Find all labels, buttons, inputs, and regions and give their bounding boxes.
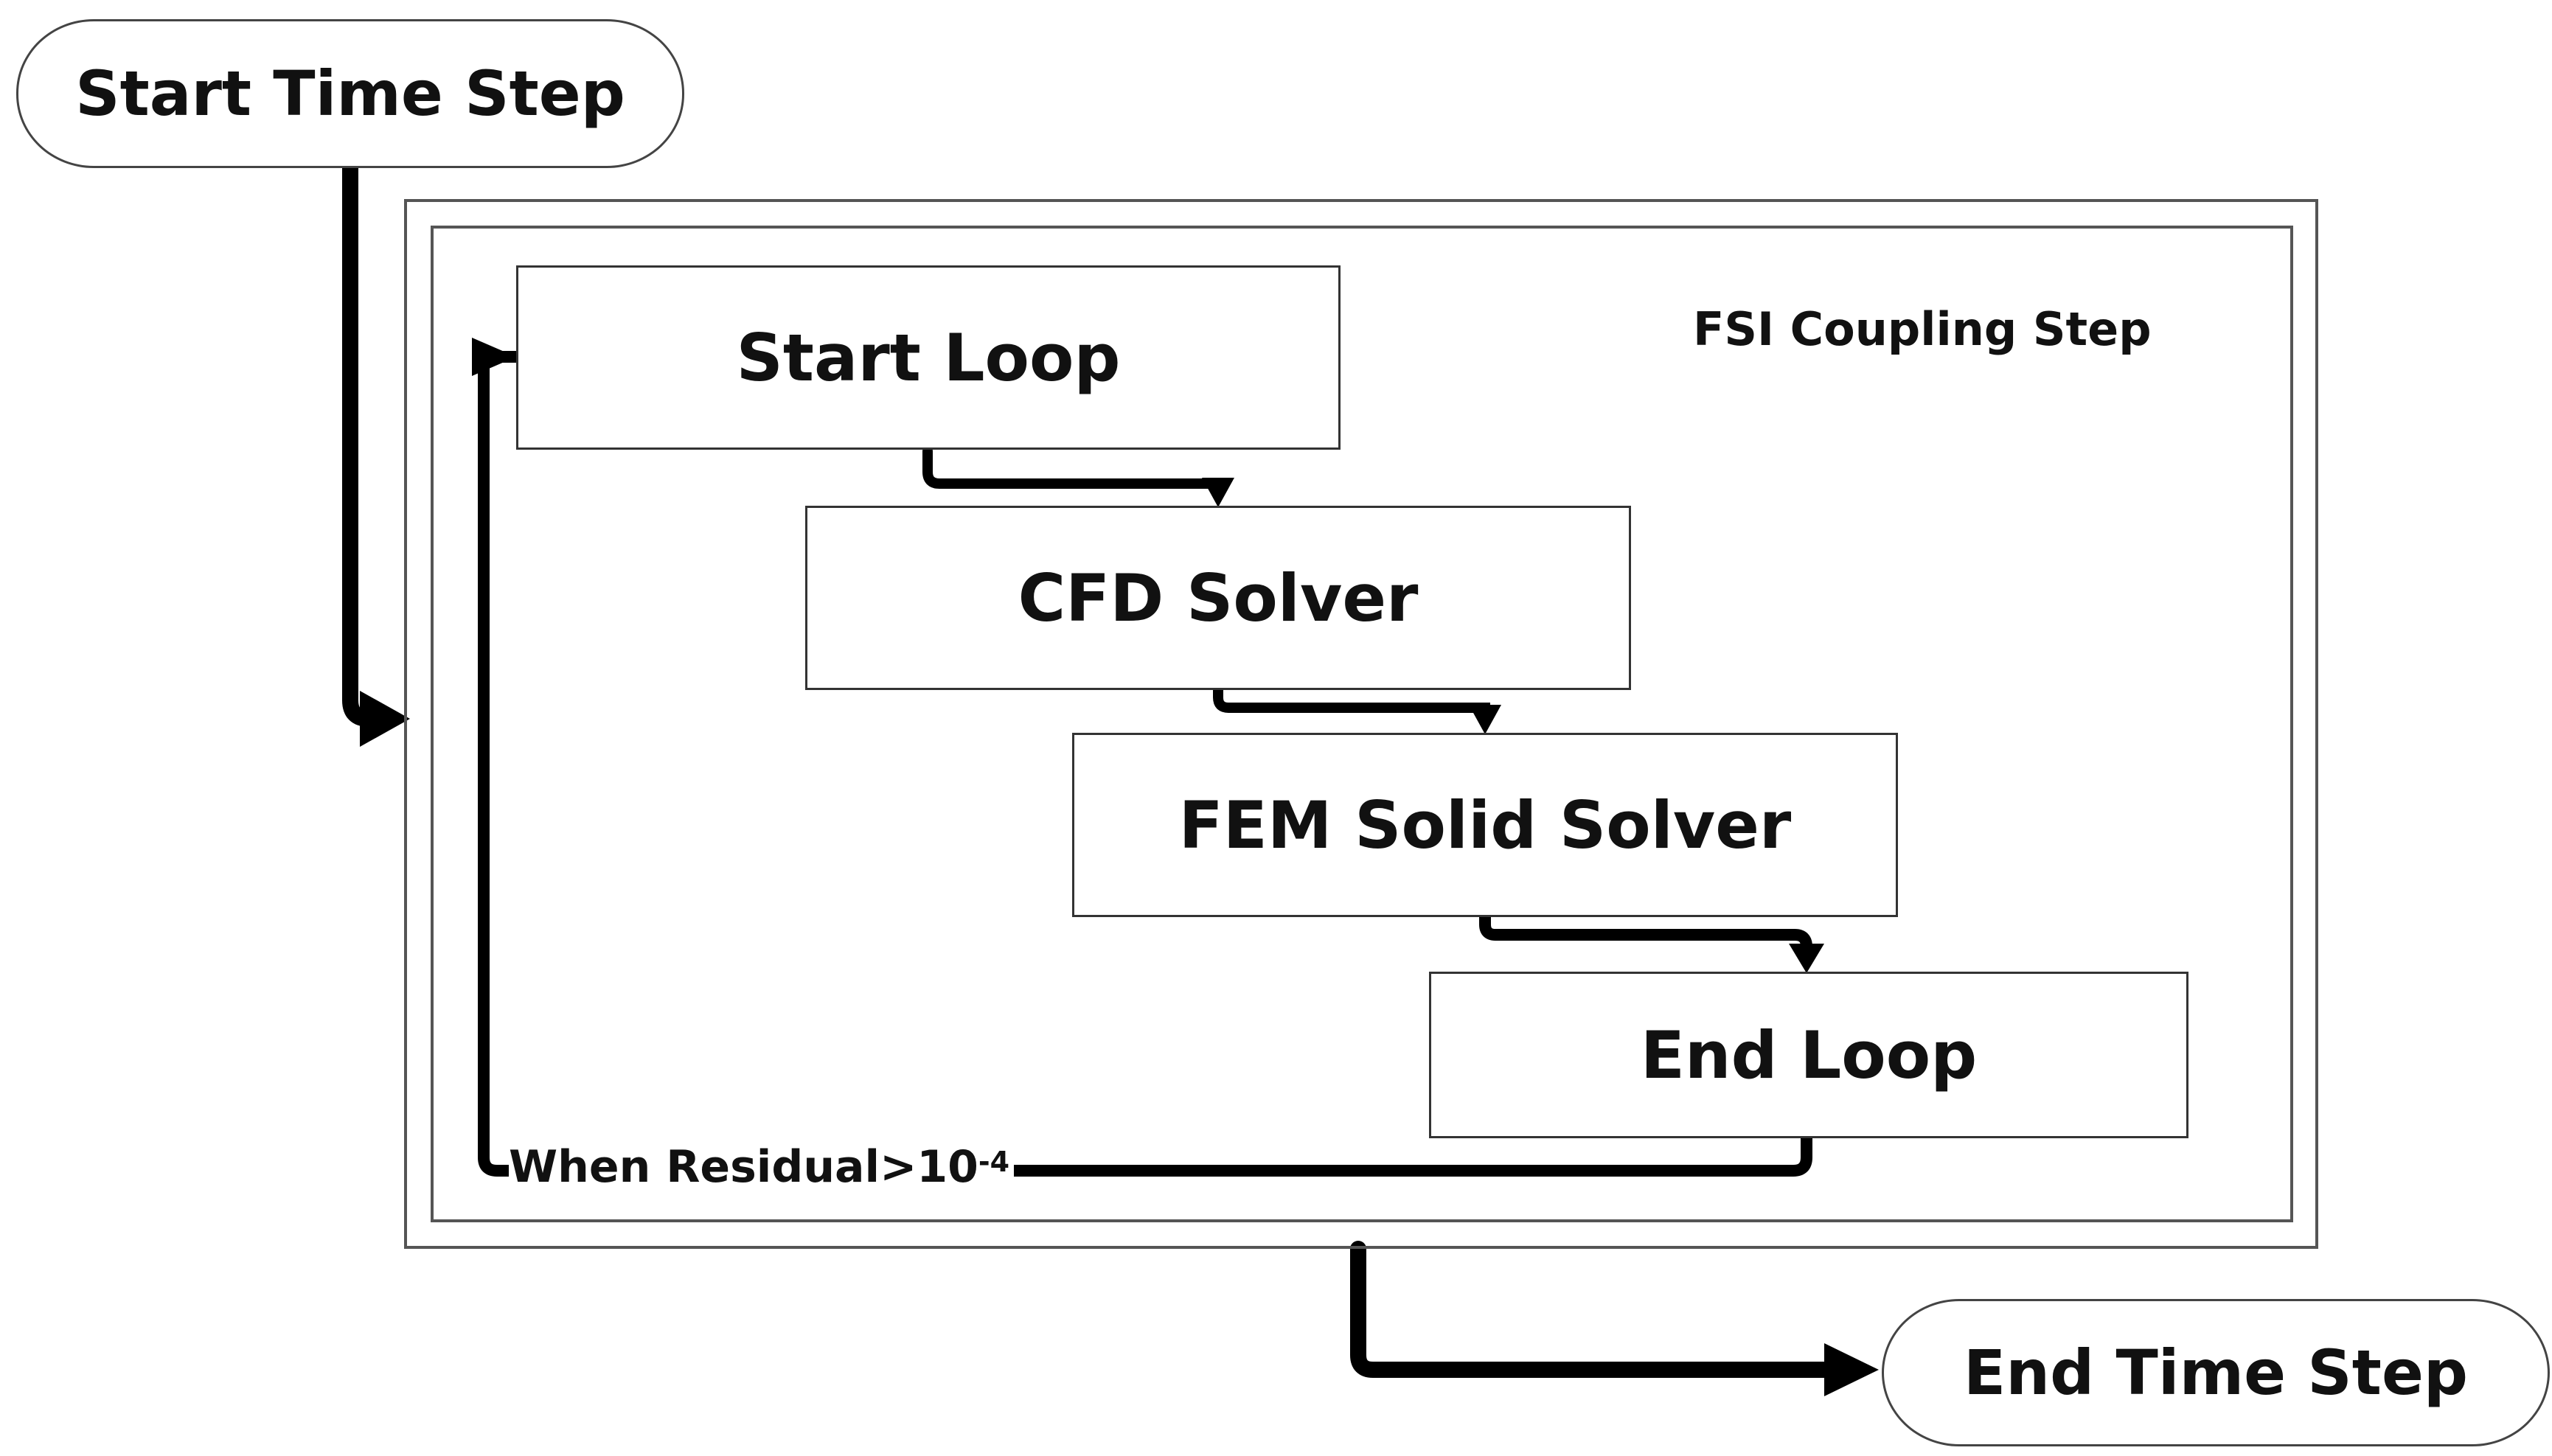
- start-time-step-node: Start Time Step: [16, 19, 684, 168]
- start-loop-label: Start Loop: [736, 319, 1121, 396]
- fsi-outer-frame: [404, 199, 2318, 1249]
- fsi-inner-frame: [431, 226, 2293, 1222]
- loop-condition-label: When Residual>10-4: [509, 1141, 1015, 1193]
- start-time-step-label: Start Time Step: [75, 58, 625, 130]
- arrow-startloop-to-cfd: [922, 446, 1223, 498]
- arrowhead-startloop-to-cfd: [1202, 478, 1234, 507]
- arrow-coupling-to-end: [1350, 1241, 1832, 1378]
- arrow-fem-to-endloop: [1479, 911, 1812, 958]
- cfd-solver-label: CFD Solver: [1018, 560, 1419, 636]
- end-time-step-label: End Time Step: [1963, 1337, 2469, 1409]
- fsi-coupling-step-label: FSI Coupling Step: [1693, 302, 2152, 356]
- fem-solver-node: FEM Solid Solver: [1072, 733, 1898, 917]
- cfd-solver-node: CFD Solver: [805, 506, 1631, 690]
- arrowhead-start-to-coupling: [360, 691, 410, 747]
- arrow-cfd-to-fem: [1213, 685, 1490, 723]
- arrowhead-fem-to-endloop: [1789, 944, 1824, 973]
- end-loop-label: End Loop: [1640, 1017, 1978, 1093]
- start-loop-node: Start Loop: [516, 265, 1341, 450]
- arrowhead-feedback-loop: [472, 338, 516, 376]
- arrow-start-to-coupling: [342, 160, 386, 727]
- end-loop-node: End Loop: [1429, 972, 2188, 1138]
- loop-condition-exponent: -4: [978, 1146, 1010, 1178]
- loop-condition-text: When Residual>10: [509, 1141, 978, 1193]
- fem-solver-label: FEM Solid Solver: [1178, 787, 1792, 863]
- end-time-step-node: End Time Step: [1882, 1299, 2550, 1446]
- arrowhead-coupling-to-end: [1824, 1343, 1879, 1396]
- arrowhead-cfd-to-fem: [1469, 705, 1501, 734]
